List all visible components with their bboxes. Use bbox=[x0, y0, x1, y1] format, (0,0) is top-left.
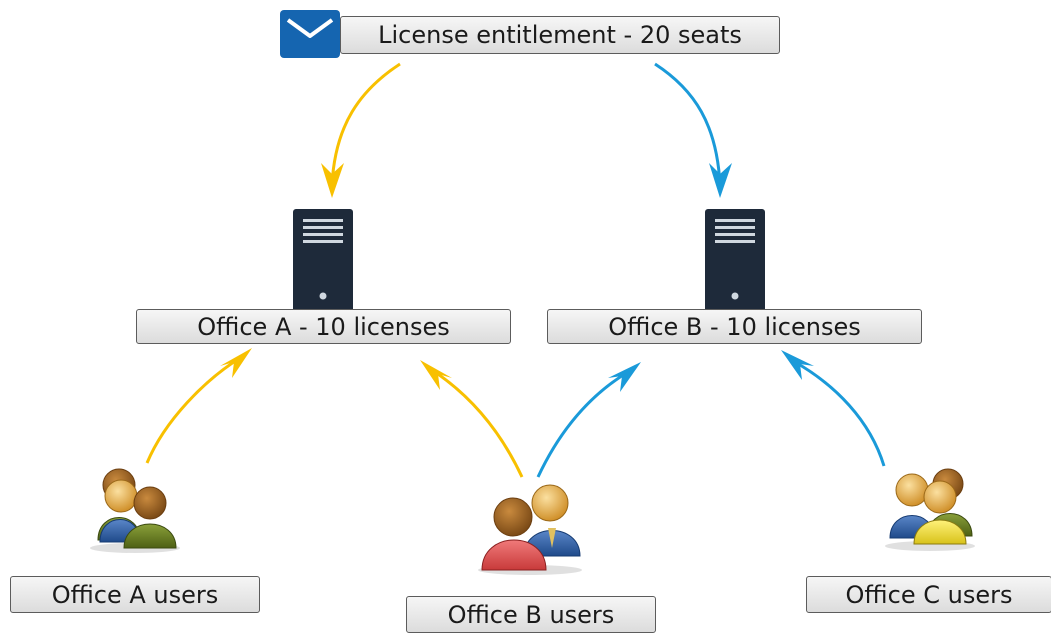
users-group-icon bbox=[478, 484, 582, 575]
arrow-users-b-to-office-a bbox=[420, 360, 524, 478]
arrow-users-a-to-office-a bbox=[145, 348, 252, 464]
users-group-icon bbox=[90, 468, 180, 553]
arrow-entitlement-to-office-a bbox=[321, 62, 401, 198]
arrow-users-b-to-office-b bbox=[536, 362, 641, 478]
office-c-users-label: Office C users bbox=[806, 576, 1051, 613]
office-b-server-label: Office B - 10 licenses bbox=[547, 309, 922, 344]
server-icon bbox=[705, 209, 765, 314]
arrow-users-c-to-office-b bbox=[781, 350, 886, 467]
license-entitlement-label: License entitlement - 20 seats bbox=[340, 16, 780, 54]
office-b-users-label: Office B users bbox=[406, 596, 656, 633]
envelope-icon bbox=[280, 10, 340, 58]
server-icon bbox=[293, 209, 353, 314]
office-a-server-label: Office A - 10 licenses bbox=[136, 309, 511, 344]
users-group-icon bbox=[885, 468, 975, 551]
office-a-users-label: Office A users bbox=[10, 576, 260, 613]
arrow-entitlement-to-office-b bbox=[654, 62, 732, 198]
